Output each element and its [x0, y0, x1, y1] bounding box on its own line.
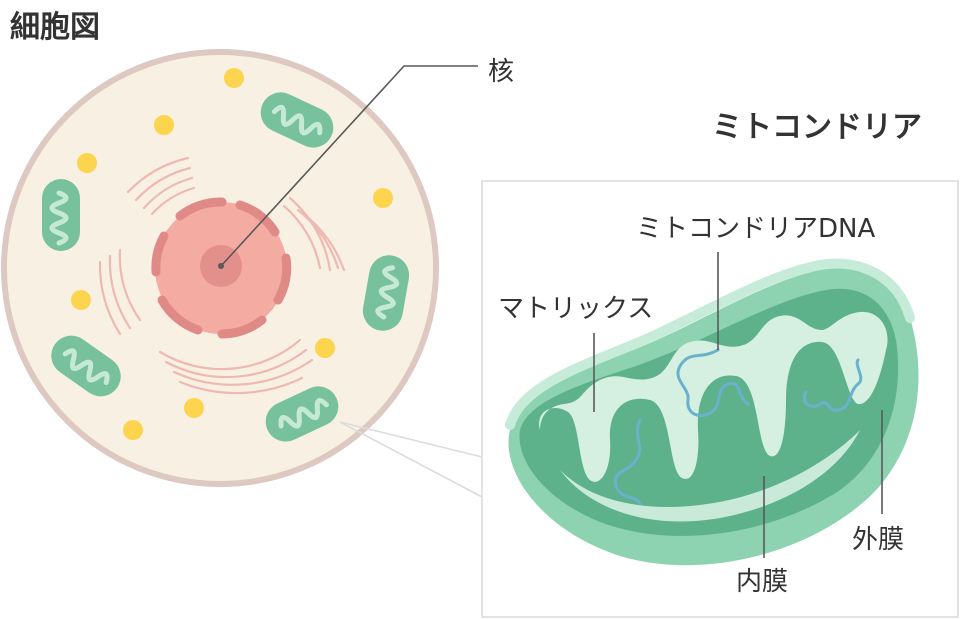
- nucleus-leader-line: [220, 65, 478, 267]
- mitochondria-title: ミトコンドリア: [712, 110, 922, 145]
- highlighted-mitochondrion: [265, 386, 339, 442]
- granules: [71, 68, 393, 440]
- callout-lines: [339, 421, 483, 498]
- nuclear-pores: [151, 197, 292, 339]
- cell-mitochondria: [42, 92, 410, 442]
- mitochondrion: [505, 258, 919, 566]
- matrix: [539, 311, 888, 482]
- mitochondrial-dna: [613, 348, 863, 506]
- label-mitochondrial-dna: ミトコンドリアDNA: [636, 214, 876, 244]
- mitochondria-leader-lines: [593, 252, 883, 558]
- label-inner-membrane: 内膜: [736, 567, 789, 597]
- label-matrix: マトリックス: [498, 294, 654, 324]
- cell-diagram-title: 細胞図: [10, 10, 100, 45]
- label-outer-membrane: 外膜: [852, 525, 905, 555]
- endoplasmic-reticulum: [98, 156, 346, 395]
- label-nucleus: 核: [488, 57, 515, 87]
